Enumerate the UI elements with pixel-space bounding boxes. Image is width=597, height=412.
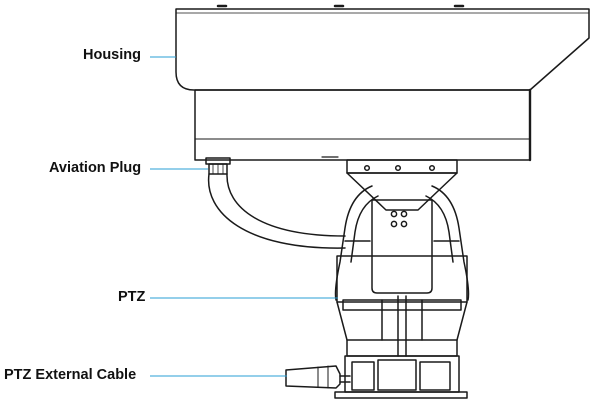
ptz-arm-left	[334, 185, 379, 301]
ptz-label: PTZ	[118, 289, 146, 305]
housing-label: Housing	[83, 47, 141, 63]
housing-body	[194, 88, 532, 162]
ptz-external-cable	[285, 365, 351, 389]
ptz-external-cable-label: PTZ External Cable	[4, 367, 137, 383]
ptz-body	[336, 255, 468, 357]
ptz-top-bracket	[346, 159, 458, 211]
aviation-plug	[205, 157, 231, 175]
housing-sunshield	[175, 4, 590, 91]
ptz-arm-right	[425, 185, 470, 301]
aviation-plug-label: Aviation Plug	[49, 160, 142, 176]
aviation-cable	[207, 173, 346, 249]
ptz-base	[334, 355, 468, 399]
ptz-center-plate	[371, 199, 433, 294]
